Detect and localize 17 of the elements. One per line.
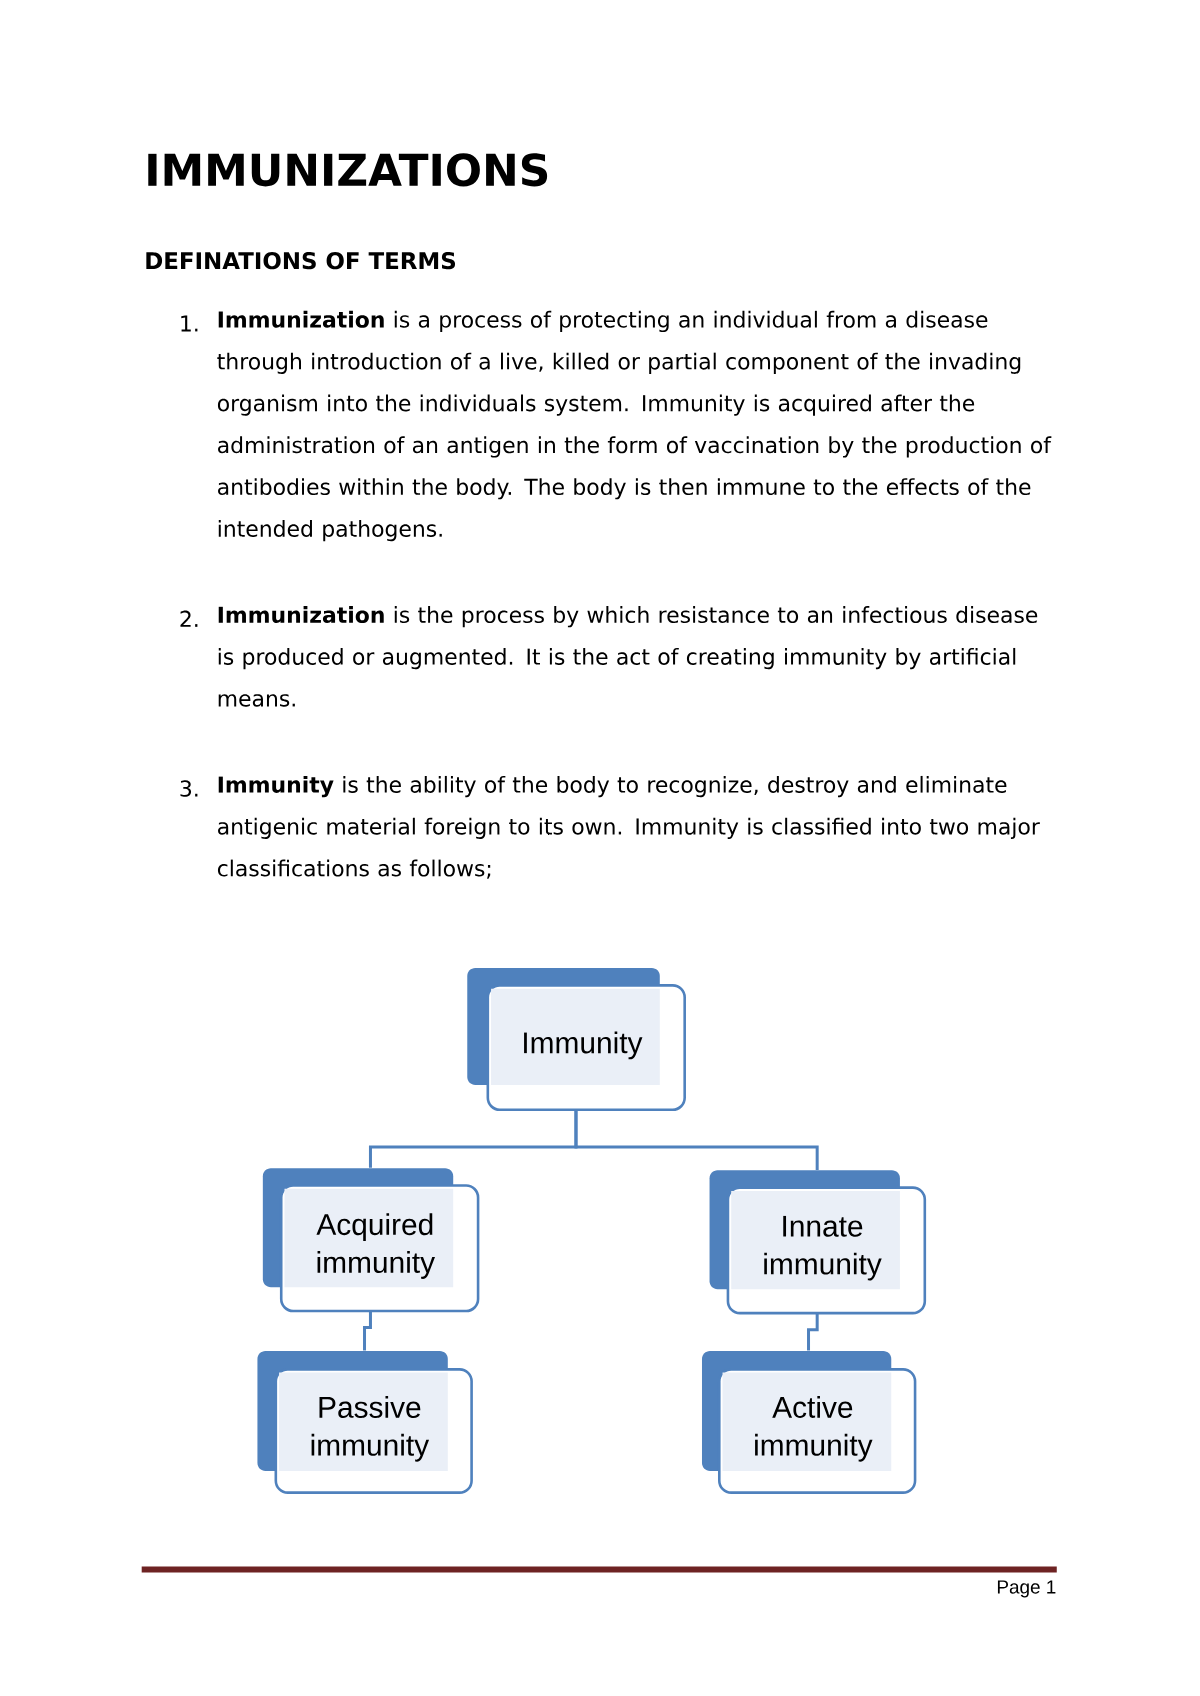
node-box: Immunity [467,968,687,1112]
connector-line [807,1313,819,1351]
list-number: 3. [180,780,198,797]
node-box: Passive immunity [257,1351,474,1494]
connector-line [363,1311,373,1351]
list-number: 1. [181,315,198,332]
page-title: IMMUNIZATIONS [148,153,548,187]
connector-line [574,1110,819,1170]
node-box: Active immunity [702,1351,917,1494]
paragraph: Immunization is the process by which resistance to an infectious disease is produced or augmented. It is the act of creating immunity by artificial means. [218,606,1038,707]
node-box: Acquired immunity [263,1168,480,1313]
paragraph: Immunity is the ability of the body to recognize, destroy and eliminate antigenic material foreign to its own. Immunity is classified into two major classifications as follows; [218,775,1041,879]
page-number: Page 1 [998,1580,1056,1598]
section-heading: DEFINATIONS OF TERMS [146,252,456,270]
node-box: Innate immunity [709,1170,927,1315]
paragraph: Immunization is a process of protecting an individual from a disease through introduction of a live, killed or partial component of the invading organism into the individuals system. Immunity is acquired after the administration of an antigen in the form of vaccination by the production of antibodies within the body. The body is then immune to the effects of the intended pathogens. [217,310,1052,542]
list-number: 2. [180,610,198,627]
